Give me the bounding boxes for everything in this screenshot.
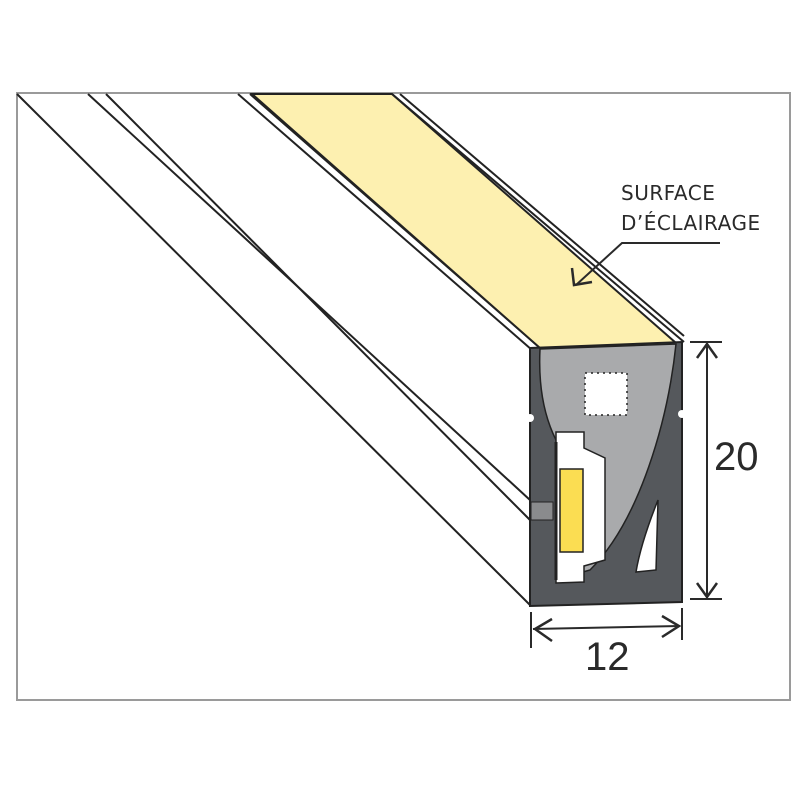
width-dimension — [530, 608, 683, 648]
annotation-line1: SURFACE — [621, 181, 715, 205]
width-value: 12 — [585, 635, 630, 679]
lighting-surface-edge — [391, 93, 685, 343]
arrow-up-icon — [695, 341, 719, 359]
left-notch — [526, 414, 534, 422]
height-dimension — [690, 341, 722, 600]
height-value: 20 — [714, 435, 759, 479]
arrow-head-icon — [570, 267, 593, 287]
led-chip — [559, 468, 584, 553]
annotation-leader — [570, 242, 720, 287]
side-slot — [530, 501, 554, 521]
right-notch — [678, 410, 686, 418]
arrow-right-icon — [661, 614, 682, 639]
hollow-channel — [584, 372, 628, 416]
annotation-line2: D’ÉCLAIRAGE — [621, 211, 761, 235]
cross-section — [526, 340, 686, 608]
triangular-cavity — [635, 499, 659, 573]
arrow-left-icon — [532, 617, 553, 643]
arrow-down-icon — [695, 582, 719, 600]
